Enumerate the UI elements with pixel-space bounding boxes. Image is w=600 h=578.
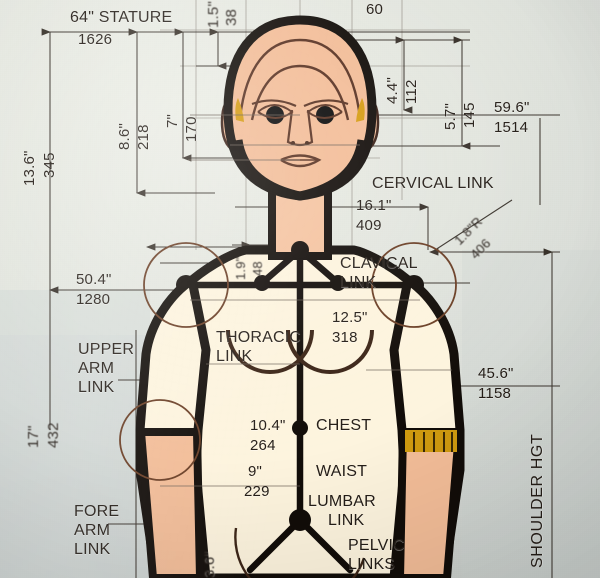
dim-stature-inches: 64" STATURE <box>70 9 173 26</box>
human-figure <box>119 15 465 578</box>
left-arm <box>119 242 229 578</box>
dim-59p6-inches: 59.6" <box>494 99 530 116</box>
dim-50p4-inches: 50.4" <box>76 271 112 288</box>
dim-16p1-inches: 16.1" <box>356 197 392 214</box>
callout-fore-arm-link-line2: ARM <box>74 522 111 539</box>
callout-lumbar-link-line1: LUMBAR <box>308 493 376 510</box>
dim-5p7-inches: 5.7" <box>442 103 459 130</box>
dim-9-inches: 9" <box>248 463 263 480</box>
dim-318-mm: 318 <box>332 329 358 346</box>
callout-thoracic-link-line2: LINK <box>216 348 253 365</box>
dim-10p4-inches: 10.4" <box>250 417 286 434</box>
callout-fore-arm-link-line3: LINK <box>74 541 111 558</box>
dim-409-mm: 409 <box>356 217 382 234</box>
dim-13p6-inches: 13.6" <box>21 150 38 186</box>
dim-48-mm: 48 <box>250 261 265 276</box>
dim-345-mm: 345 <box>41 152 58 178</box>
callout-chest: CHEST <box>316 417 372 434</box>
bust-outlines <box>226 329 374 374</box>
temple-accent-right <box>356 98 365 122</box>
callout-upper-arm-link-line1: UPPER <box>78 341 135 358</box>
dim-17-inches: 17" <box>25 425 42 448</box>
dim-218-mm: 218 <box>135 124 152 150</box>
callout-upper-arm-link-line2: ARM <box>78 360 115 377</box>
callout-upper-arm-link-line3: LINK <box>78 379 115 396</box>
callout-clavical-link-line2: LINK <box>340 274 377 291</box>
callout-pelvic-links-line1: PELVIC <box>348 537 405 554</box>
callout-cervical-link: CERVICAL LINK <box>372 175 494 192</box>
dim-1158-mm: 1158 <box>478 385 512 402</box>
callout-fore-arm-link-line1: FORE <box>74 503 120 520</box>
dim-170-mm: 170 <box>183 116 200 142</box>
dim-8p6-inches: 8.6" <box>116 123 133 150</box>
dim-60-mm: 60 <box>366 1 384 18</box>
dim-145-mm: 145 <box>461 102 478 128</box>
dim-432-mm: 432 <box>45 422 62 448</box>
callout-lumbar-link-line2: LINK <box>328 512 365 529</box>
callout-thoracic-link-line1: THORACIC <box>216 329 302 346</box>
dim-1280-mm: 1280 <box>76 291 111 308</box>
callout-shoulder-hgt: SHOULDER HGT <box>529 433 546 568</box>
dim-7-inches: 7" <box>164 113 181 128</box>
dim-4p4-inches: 4.4" <box>384 77 401 104</box>
callout-pelvic-links-line2: LINKS <box>348 556 396 573</box>
dim-1p9-inches: 1.9" <box>233 256 248 281</box>
dim-264-mm: 264 <box>250 437 276 454</box>
dim-38-mm: 38 <box>223 8 240 26</box>
right-arm <box>371 242 465 578</box>
callout-clavical-link-line1: CLAVICAL <box>340 255 418 272</box>
dim-3p6-inches: 3.6" <box>201 551 218 578</box>
forearm-marking <box>405 430 457 452</box>
dim-12p5-inches: 12.5" <box>332 309 368 326</box>
head <box>188 15 380 201</box>
dim-1p5-inches: 1.5" <box>205 1 222 28</box>
callout-waist: WAIST <box>316 463 368 480</box>
dim-45p6-inches: 45.6" <box>478 365 514 382</box>
temple-accent-left <box>235 98 244 122</box>
dim-229-mm: 229 <box>244 483 270 500</box>
dim-stature-mm: 1626 <box>78 31 113 48</box>
dim-112-mm: 112 <box>403 79 420 104</box>
pelvis-arc <box>234 527 366 578</box>
dim-1514-mm: 1514 <box>494 119 529 136</box>
